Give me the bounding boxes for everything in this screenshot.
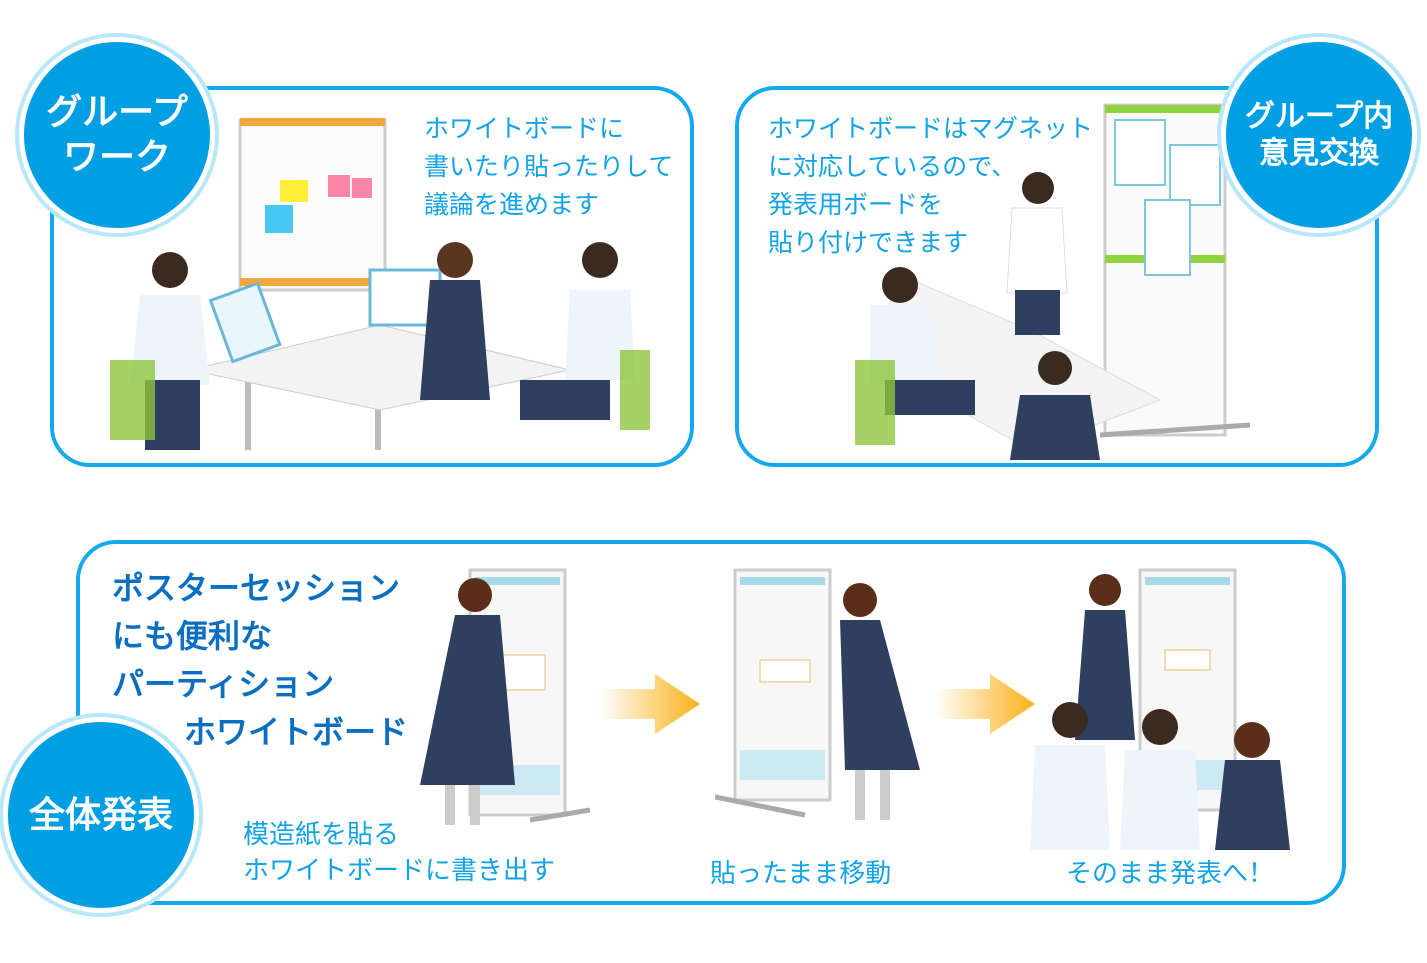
badge-line: ワーク bbox=[62, 137, 171, 178]
step-present-caption: そのまま発表へ！ bbox=[1066, 855, 1274, 893]
step-move-caption: 貼ったまま移動 bbox=[710, 855, 891, 893]
caption-line: 貼ったまま移動 bbox=[710, 859, 892, 889]
arrow-right-icon bbox=[935, 674, 1035, 734]
headline-line: ポスターセッション bbox=[112, 569, 401, 607]
description-line: に対応しているので、 bbox=[768, 152, 1017, 181]
presentation-badge: 全体発表 bbox=[8, 722, 194, 908]
group-exchange-badge: グループ内 意見交換 bbox=[1226, 42, 1412, 228]
headline-line: パーティション bbox=[112, 665, 335, 703]
badge-line: 全体発表 bbox=[28, 794, 173, 836]
group-exchange-description: ホワイトボードはマグネット に対応しているので、 発表用ボードを 貼り付けできま… bbox=[768, 110, 1093, 262]
group-work-description: ホワイトボードに 書いたり貼ったりして 議論を進めます bbox=[424, 110, 673, 224]
step-move-illustration bbox=[715, 568, 920, 820]
badge-line: グループ bbox=[46, 92, 188, 133]
caption-line: ホワイトボードに書き出す bbox=[243, 856, 556, 886]
group-work-badge: グループ ワーク bbox=[24, 42, 210, 228]
badge-line: 意見交換 bbox=[1259, 136, 1379, 171]
step-write-illustration bbox=[420, 568, 591, 825]
caption-line: 模造紙を貼る bbox=[243, 820, 400, 850]
description-line: 貼り付けできます bbox=[768, 228, 969, 257]
description-line: 議論を進めます bbox=[424, 190, 600, 219]
group-work-illustration bbox=[110, 118, 650, 450]
badge-line: グループ内 bbox=[1244, 98, 1394, 134]
headline-line: にも便利な bbox=[112, 617, 273, 655]
caption-line: そのまま発表へ！ bbox=[1066, 859, 1275, 889]
description-line: ホワイトボードはマグネット bbox=[768, 114, 1094, 143]
step-present-illustration bbox=[1030, 568, 1290, 850]
group-exchange-illustration bbox=[855, 103, 1251, 460]
description-line: ホワイトボードに bbox=[424, 114, 625, 143]
presentation-headline: ポスターセッション にも便利な パーティション ホワイトボード bbox=[112, 564, 408, 756]
arrow-right-icon bbox=[600, 674, 700, 734]
headline-line: ホワイトボード bbox=[184, 713, 409, 751]
step-write-caption: 模造紙を貼る ホワイトボードに書き出す bbox=[243, 817, 555, 889]
description-line: 書いたり貼ったりして bbox=[424, 152, 674, 181]
description-line: 発表用ボードを bbox=[768, 190, 944, 219]
